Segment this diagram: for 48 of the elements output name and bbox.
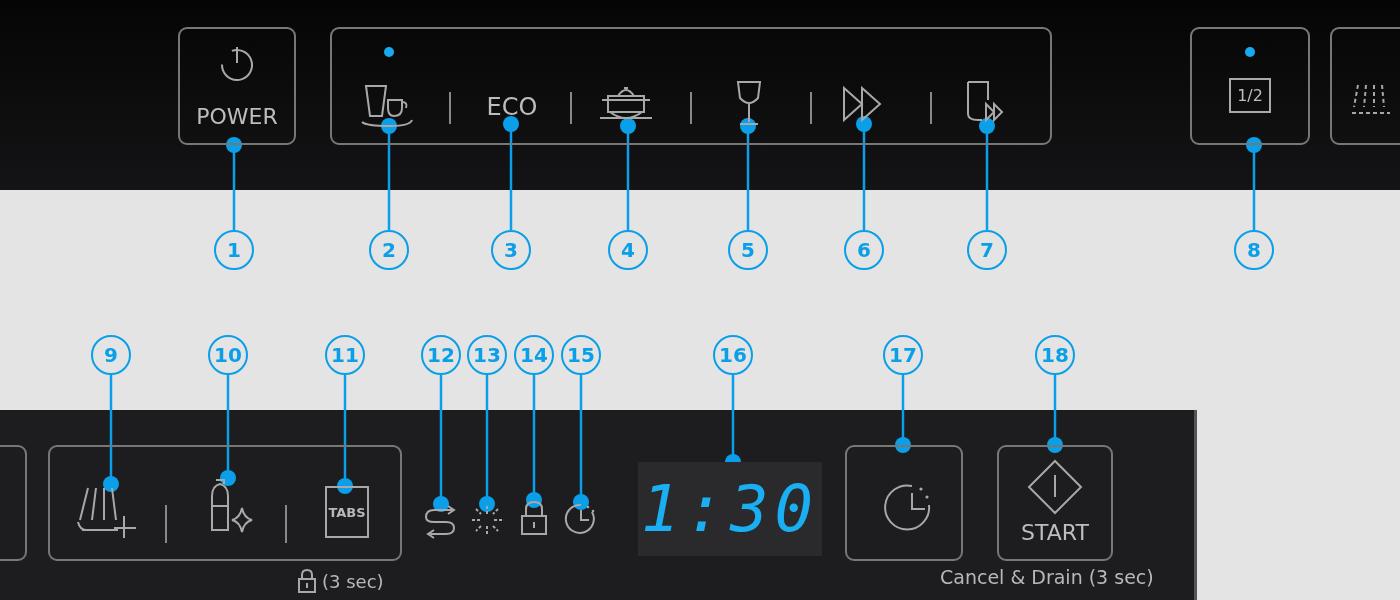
leader-line	[479, 375, 495, 512]
leader-line	[526, 375, 542, 508]
callout-number: 7	[967, 230, 1007, 270]
callout-number: 6	[844, 230, 884, 270]
callout-number: 15	[561, 335, 601, 375]
start-button: START	[997, 445, 1113, 561]
leader-line	[226, 137, 242, 230]
leader-line	[1246, 137, 1262, 230]
callout-number: 5	[728, 230, 768, 270]
callout-number: 11	[325, 335, 365, 375]
leader-line	[856, 116, 872, 230]
clock-icon	[564, 502, 598, 536]
leader-line	[103, 375, 119, 492]
eco-label: ECO	[486, 90, 538, 124]
power-button: POWER	[178, 27, 296, 145]
delay-start-button	[845, 445, 963, 561]
digital-display: 1:30	[638, 462, 822, 556]
leader-line	[573, 375, 589, 510]
leader-line	[337, 375, 353, 494]
callout-number: 12	[421, 335, 461, 375]
leader-line	[220, 375, 236, 486]
callout-number: 14	[514, 335, 554, 375]
callout-number: 8	[1234, 230, 1274, 270]
callout-number: 10	[208, 335, 248, 375]
callout-number: 16	[713, 335, 753, 375]
note-text: Cancel & Drain (3 sec)	[940, 566, 1154, 590]
leader-line	[381, 118, 397, 230]
leader-line	[1047, 375, 1063, 453]
callout-number: 1	[214, 230, 254, 270]
leader-line	[979, 118, 995, 230]
callout-number: 18	[1035, 335, 1075, 375]
leader-line	[433, 375, 449, 512]
callout-number: 13	[467, 335, 507, 375]
leader-line	[620, 118, 636, 230]
leader-line	[740, 118, 756, 230]
callout-number: 3	[491, 230, 531, 270]
callout-number: 17	[883, 335, 923, 375]
padlock-icon	[518, 500, 550, 536]
note-text: (3 sec)	[322, 570, 384, 592]
half-load-button: 1/2	[1190, 27, 1310, 145]
leader-line	[895, 375, 911, 453]
callout-number: 4	[608, 230, 648, 270]
leader-line	[503, 116, 519, 230]
sparkle-icon	[470, 504, 504, 536]
rinse-refill-icon	[424, 504, 458, 536]
tabs-symbol: TABS	[325, 486, 369, 538]
callout-number: 2	[369, 230, 409, 270]
callout-number: 9	[91, 335, 131, 375]
